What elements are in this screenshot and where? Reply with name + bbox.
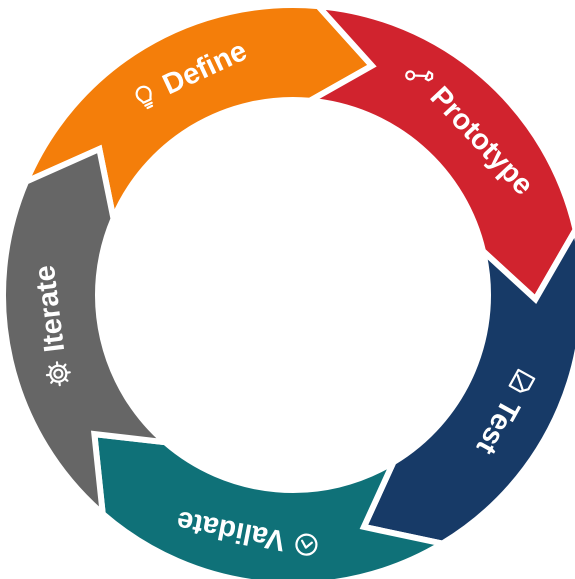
check-icon bbox=[295, 533, 318, 556]
pencil-icon bbox=[508, 368, 536, 393]
segment-prototype bbox=[300, 2, 575, 304]
lightbulb-icon bbox=[135, 85, 154, 110]
segment-iterate bbox=[0, 144, 175, 522]
wrench-icon bbox=[405, 70, 434, 82]
gear-icon bbox=[45, 361, 71, 387]
